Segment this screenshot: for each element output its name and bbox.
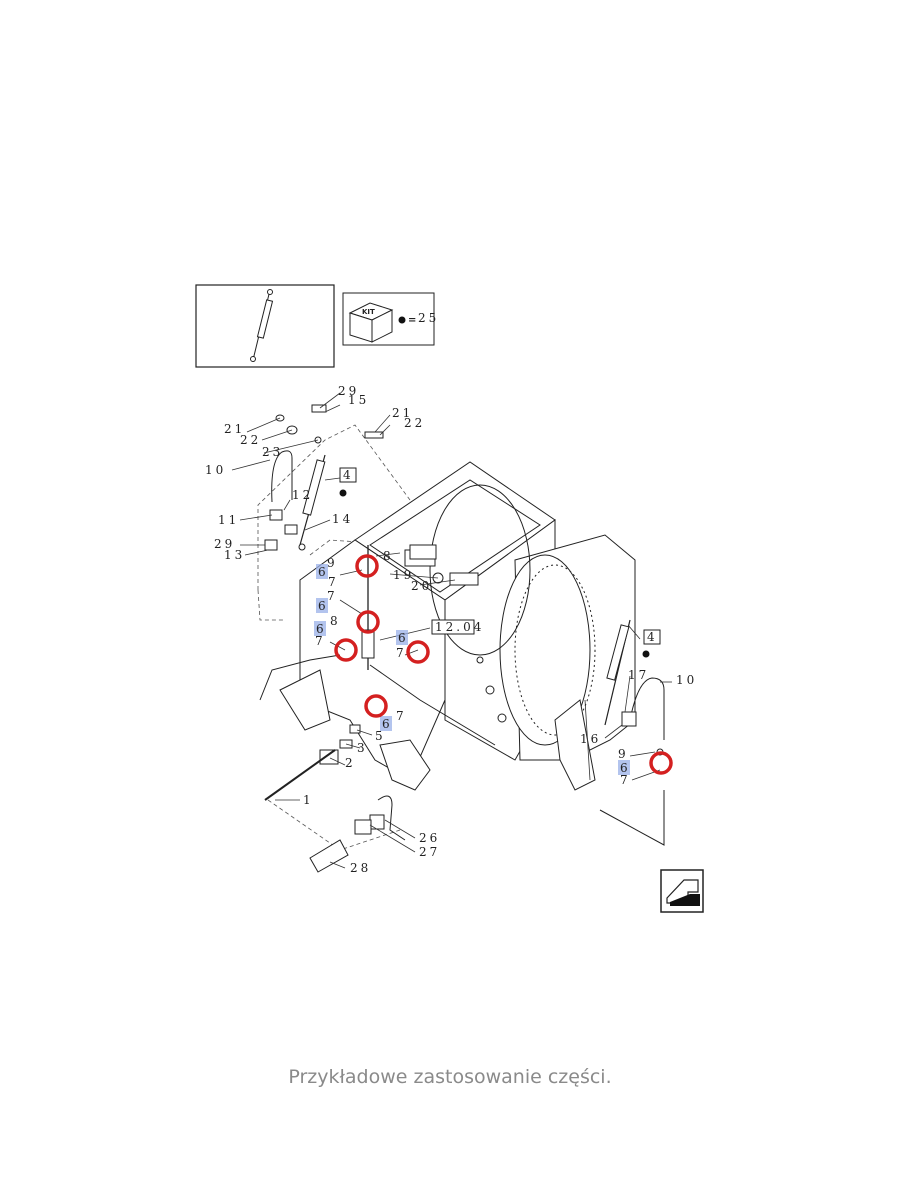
label-1: 1 [303,793,314,807]
label-7b: 7 [327,589,338,603]
label-11: 11 [218,513,239,527]
label-4b: 4 [647,630,658,644]
left-strut-assembly [264,404,479,586]
label-22b: 22 [404,416,425,430]
label-7d: 7 [396,646,407,660]
inset-strut-view [195,284,335,368]
highlight-label-6-4: 6 [398,631,406,645]
label-21b: 21 [392,406,413,420]
highlight-label-6-2: 6 [318,599,326,613]
label-23: 23 [262,445,283,459]
highlight-label-6-3: 6 [316,622,324,636]
label-7f: 7 [620,773,631,787]
label-12: 12 [292,488,313,502]
highlight-ring [406,640,430,664]
label-2: 2 [345,756,356,770]
linkage-assembly [259,545,496,873]
label-29b: 29 [214,537,235,551]
highlight-ring [355,554,379,578]
kit-bullet-icon [642,650,650,658]
kit-title: KIT [362,308,375,316]
label-21a: 21 [224,422,245,436]
label-3: 3 [357,741,368,755]
label-20: 20 [411,579,432,593]
highlight-ring [649,751,673,775]
kit-legend: KIT = 25 [342,292,439,346]
highlight-ring [364,694,388,718]
highlight-ring [356,610,380,634]
highlight-label-6-1: 6 [318,565,326,579]
label-28: 28 [350,861,371,875]
label-29a: 29 [338,384,359,398]
label-26: 26 [419,831,440,845]
label-10a: 10 [205,463,226,477]
label-7c: 7 [315,634,326,648]
kit-number: 25 [418,311,439,325]
reference-12-04: 12.04 [435,620,484,634]
kit-bullet-icon [339,489,347,497]
label-7a: 7 [328,575,339,589]
label-8b: 8 [330,614,341,628]
right-strut-assembly [599,619,665,846]
highlight-label-6-6: 6 [620,761,628,775]
kit-equals: = [408,315,416,326]
label-7e: 7 [396,709,407,723]
label-8a: 8 [383,549,394,563]
label-17: 17 [628,668,649,682]
highlight-ring [334,638,358,662]
label-22a: 22 [240,433,261,447]
label-19: 19 [393,568,414,582]
label-4a: 4 [343,468,354,482]
label-14: 14 [332,512,353,526]
kit-bullet-icon [398,316,406,324]
next-page-arrow-icon[interactable] [660,869,704,913]
label-9b: 9 [618,747,629,761]
label-15: 15 [348,393,369,407]
label-5: 5 [375,729,386,743]
label-13: 13 [224,548,245,562]
label-27: 27 [419,845,440,859]
label-10b: 10 [676,673,697,687]
highlighted-part-6: 6 6 6 6 6 6 [314,554,673,775]
label-16: 16 [580,732,601,746]
caption-text: Przykładowe zastosowanie części. [288,1066,612,1088]
label-9a: 9 [327,556,338,570]
callout-labels: 29 15 21 22 21 22 23 10 12 4 11 14 29 13… [205,384,697,875]
highlight-label-6-5: 6 [382,717,390,731]
